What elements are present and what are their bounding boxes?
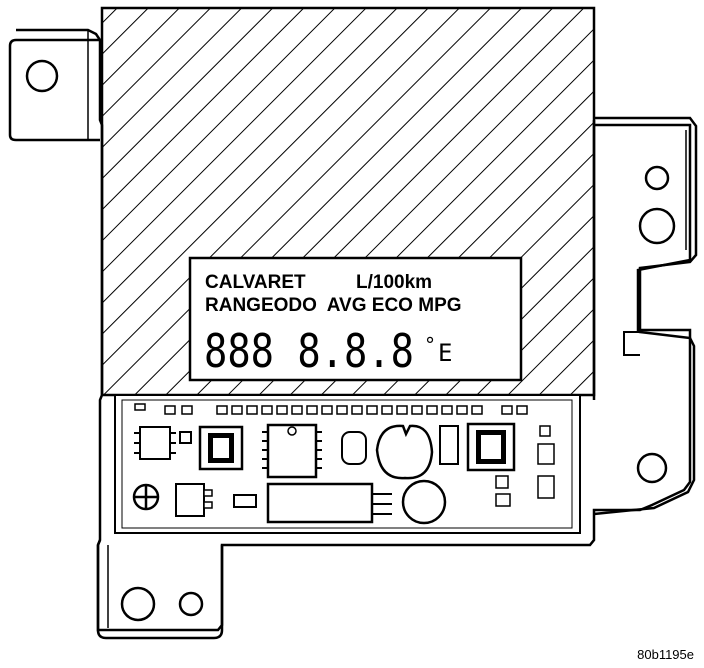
main-ic-chip <box>262 423 322 479</box>
pad-lower-1 <box>495 475 509 489</box>
bottom-tab-small-hole <box>178 591 204 617</box>
bottom-tab-bolt-hole <box>120 586 156 622</box>
lcd-window <box>188 256 523 382</box>
diode-small <box>233 494 257 508</box>
buzzer-component <box>375 424 434 480</box>
connector-pads <box>134 403 528 415</box>
left-ear-bolt-hole <box>25 59 59 93</box>
right-bracket-hole-small <box>644 165 670 191</box>
right-bracket-hole-lower <box>636 452 668 484</box>
lcd-unit-e: E <box>438 339 452 367</box>
adjustment-screw <box>132 483 160 511</box>
resistor-small <box>179 431 192 444</box>
pad-lower-2 <box>495 493 511 507</box>
right-bracket-hole-large <box>638 207 676 245</box>
lcd-segment-digits: 888 8.8.8 <box>204 324 414 378</box>
capacitor-small <box>341 431 367 465</box>
electrolytic-capacitor <box>401 479 447 525</box>
left-mounting-ear <box>8 38 100 142</box>
pad-lower-3 <box>537 475 555 499</box>
voltage-regulator <box>175 483 213 517</box>
lcd-degree-symbol: ° <box>424 333 436 357</box>
transformer-left <box>198 425 244 471</box>
small-ic-chip <box>134 426 176 460</box>
transformer-right <box>466 422 516 472</box>
lcd-label-calvaret: CALVARET <box>205 272 306 293</box>
lcd-label-range-odo-avg-eco-mpg: RANGEODO AVG ECO MPG <box>205 295 462 316</box>
bottom-mounting-tab <box>96 539 224 640</box>
pad-right-2 <box>537 443 555 465</box>
circuit-board-inner-edge <box>121 399 573 529</box>
lcd-label-l-per-100km: L/100km <box>356 272 432 293</box>
pad-right-1 <box>539 425 551 437</box>
crystal-oscillator <box>266 482 392 524</box>
figure-code: 80b1195e <box>637 647 694 662</box>
right-bracket-notch <box>623 331 640 356</box>
resistor-vertical <box>439 425 459 465</box>
